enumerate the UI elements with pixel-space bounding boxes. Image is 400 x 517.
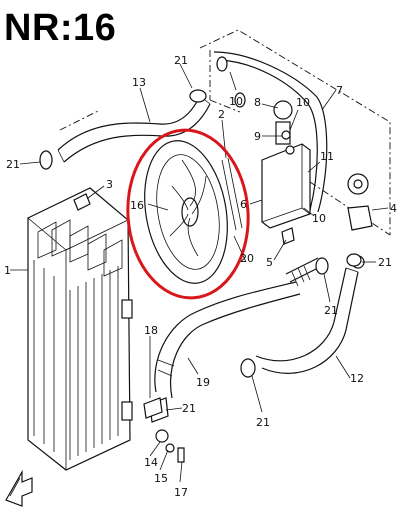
callout-7: 7 <box>336 84 343 97</box>
leader-lines <box>10 63 389 483</box>
hose-clamp <box>39 150 53 170</box>
callout-21-bottom: 21 <box>256 416 270 429</box>
callout-2: 2 <box>218 108 225 121</box>
washer <box>165 443 175 453</box>
callout-14: 14 <box>144 456 158 469</box>
callout-11: 11 <box>320 150 334 163</box>
hose-clamp <box>234 92 246 108</box>
hose-clamp <box>346 253 362 267</box>
hose-clamp <box>315 257 329 275</box>
callout-15: 15 <box>154 472 168 485</box>
callout-10-lower: 10 <box>312 212 326 225</box>
hose-clamp <box>189 89 207 103</box>
callout-19: 19 <box>196 376 210 389</box>
hose-clamp <box>143 397 163 419</box>
callout-18: 18 <box>144 324 158 337</box>
hose-clamp <box>216 56 228 72</box>
drain-fitting <box>281 227 295 245</box>
callout-13: 13 <box>132 76 146 89</box>
callout-21-top: 21 <box>174 54 188 67</box>
return-hose <box>255 267 359 374</box>
callout-20: 20 <box>240 252 254 265</box>
callout-5: 5 <box>266 256 273 269</box>
callout-6: 6 <box>240 198 247 211</box>
callout-10-top: 10 <box>229 95 243 108</box>
temperature-sensor <box>73 193 91 211</box>
hose-clamp <box>240 358 256 378</box>
direction-arrow-icon <box>5 469 33 507</box>
callout-21-pipe: 21 <box>324 304 338 317</box>
callout-3: 3 <box>106 178 113 191</box>
callout-10-reservoir: 10 <box>296 96 310 109</box>
callout-8: 8 <box>254 96 261 109</box>
grommet <box>155 429 169 443</box>
callout-4: 4 <box>390 202 397 215</box>
callout-21-left: 21 <box>6 158 20 171</box>
bolt <box>177 447 185 463</box>
callout-12: 12 <box>350 372 364 385</box>
radiator <box>27 187 133 471</box>
coolant-reservoir <box>261 100 311 229</box>
callout-21-right: 21 <box>378 256 392 269</box>
cooling-fan <box>144 140 243 284</box>
callout-1: 1 <box>4 264 11 277</box>
highlight-ring <box>126 128 250 300</box>
callout-16: 16 <box>130 199 144 212</box>
page-title: NR:16 <box>4 7 117 49</box>
overflow-tube <box>213 51 328 213</box>
callout-17: 17 <box>174 486 188 499</box>
callout-9: 9 <box>254 130 261 143</box>
callout-21-bracket: 21 <box>182 402 196 415</box>
lower-hose <box>154 281 301 399</box>
